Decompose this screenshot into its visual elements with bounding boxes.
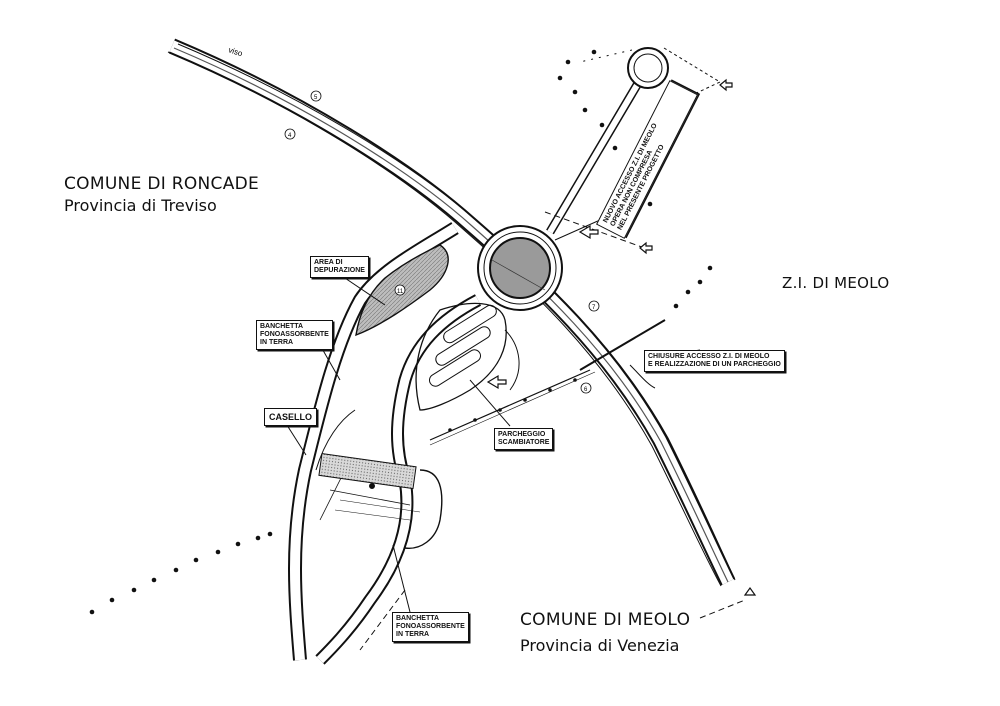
dashed-lines — [359, 589, 746, 651]
label-area-depurazione-line1: AREA DI — [314, 259, 343, 266]
north-spur — [544, 47, 721, 251]
marker-4: 4 — [288, 133, 292, 139]
region-roncade: COMUNE DI RONCADE Provincia di Treviso — [64, 174, 259, 215]
label-banchetta-top-line3: IN TERRA — [260, 339, 294, 346]
toll-plaza — [318, 453, 443, 549]
parking-area — [415, 302, 596, 446]
marker-11-circle — [394, 284, 406, 296]
marker-6: 6 — [584, 387, 588, 393]
label-banchetta-bottom-line1: BANCHETTA — [396, 615, 440, 622]
numbered-markers: 5 4 7 6 — [284, 90, 600, 394]
label-chiusure: CHIUSURE ACCESSO Z.I. DI MEOLO E REALIZZ… — [644, 350, 785, 372]
region-meolo-province: Provincia di Venezia — [520, 636, 680, 655]
label-area-depurazione-line2: DEPURAZIONE — [314, 267, 365, 274]
marker-5: 5 — [314, 95, 318, 101]
label-area-depurazione: AREA DI DEPURAZIONE — [310, 256, 369, 278]
region-zi-meolo-name: Z.I. DI MEOLO — [782, 274, 890, 292]
region-meolo-name: COMUNE DI MEOLO — [520, 610, 691, 630]
marker-11: 11 — [397, 289, 404, 295]
arrows — [486, 78, 757, 596]
marker-7: 7 — [592, 305, 596, 311]
label-parcheggio-line1: PARCHEGGIO — [498, 431, 546, 438]
region-meolo: COMUNE DI MEOLO Provincia di Venezia — [520, 610, 690, 655]
label-casello: CASELLO — [264, 408, 318, 426]
top-label: viso — [227, 45, 244, 58]
label-banchetta-bottom: BANCHETTA FONOASSORBENTE IN TERRA — [392, 612, 469, 642]
label-banchetta-bottom-line3: IN TERRA — [396, 631, 430, 638]
label-banchetta-bottom-line2: FONOASSORBENTE — [396, 623, 465, 630]
roundabout — [477, 219, 601, 311]
boundary-dots — [89, 49, 713, 615]
label-banchetta-top: BANCHETTA FONOASSORBENTE IN TERRA — [256, 320, 333, 350]
region-roncade-province: Provincia di Treviso — [64, 196, 217, 215]
label-parcheggio-line2: SCAMBIATORE — [498, 439, 550, 446]
label-banchetta-top-line1: BANCHETTA — [260, 323, 304, 330]
region-zi-meolo: Z.I. DI MEOLO — [782, 274, 890, 292]
label-chiusure-line1: CHIUSURE ACCESSO Z.I. DI MEOLO — [648, 353, 770, 360]
label-parcheggio: PARCHEGGIO SCAMBIATORE — [494, 428, 554, 450]
label-banchetta-top-line2: FONOASSORBENTE — [260, 331, 329, 338]
label-chiusure-line2: E REALIZZAZIONE DI UN PARCHEGGIO — [648, 361, 781, 368]
region-roncade-name: COMUNE DI RONCADE — [64, 174, 260, 194]
meolo-connector — [579, 319, 666, 389]
